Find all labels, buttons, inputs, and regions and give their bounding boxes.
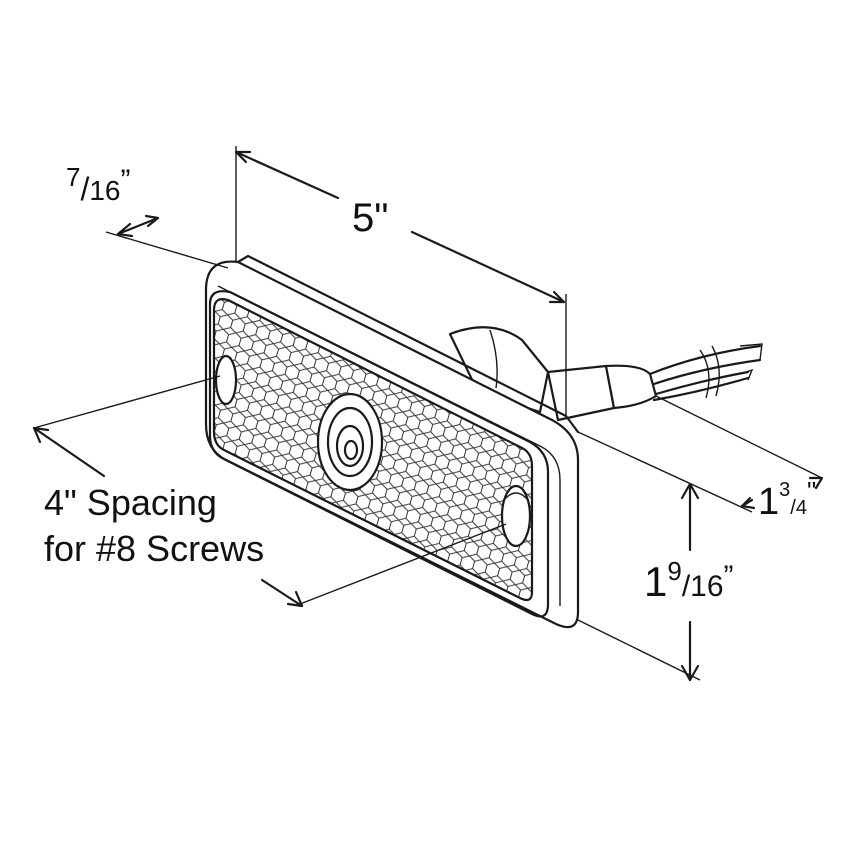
- dimension-depth: [577, 395, 824, 513]
- label-spacing: 4" Spacing for #8 Screws: [44, 480, 264, 572]
- label-spacing-line2: for #8 Screws: [44, 528, 265, 569]
- dimension-length: [234, 146, 567, 418]
- dimension-spacing: [32, 375, 507, 608]
- mounting-boss: [448, 326, 550, 414]
- dimension-height: [577, 482, 701, 682]
- center-lens: [316, 392, 384, 492]
- label-height: 19/16”: [644, 556, 734, 605]
- screw-hole-right: [500, 484, 532, 548]
- label-length: 5": [352, 196, 389, 240]
- screw-hole-left: [214, 354, 238, 406]
- label-spacing-line1: 4" Spacing: [44, 482, 217, 523]
- wire-leads: [546, 343, 763, 422]
- label-depth: 13/4": [758, 476, 817, 523]
- label-top-offset: 7/16”: [66, 162, 131, 207]
- dimension-top-offset: [105, 214, 229, 269]
